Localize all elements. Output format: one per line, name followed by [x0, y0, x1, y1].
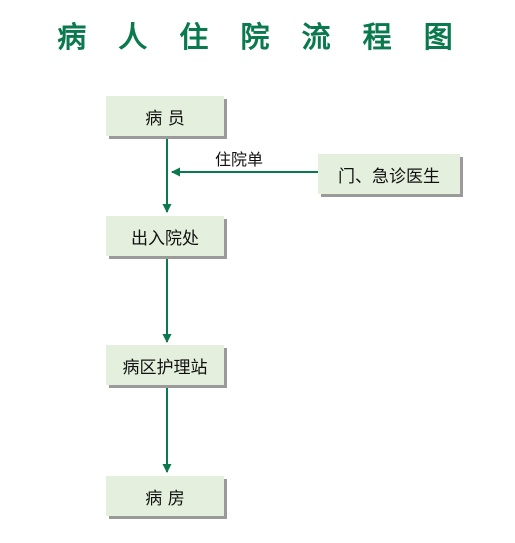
node-ward: 病 房: [106, 476, 224, 516]
node-doctor-label: 门、急诊医生: [338, 166, 440, 187]
edge-label-admission-slip: 住院单: [215, 150, 264, 169]
diagram-title: 病 人 住 院 流 程 图: [57, 20, 464, 54]
node-admission-office-label: 出入院处: [131, 228, 199, 249]
node-nursing-station: 病区护理站: [106, 345, 224, 385]
node-patient-label: 病 员: [145, 108, 185, 129]
node-doctor: 门、急诊医生: [318, 154, 460, 194]
node-patient: 病 员: [106, 96, 224, 136]
node-nursing-station-label: 病区护理站: [122, 357, 208, 378]
node-admission-office: 出入院处: [106, 216, 224, 256]
node-ward-label: 病 房: [145, 488, 185, 509]
